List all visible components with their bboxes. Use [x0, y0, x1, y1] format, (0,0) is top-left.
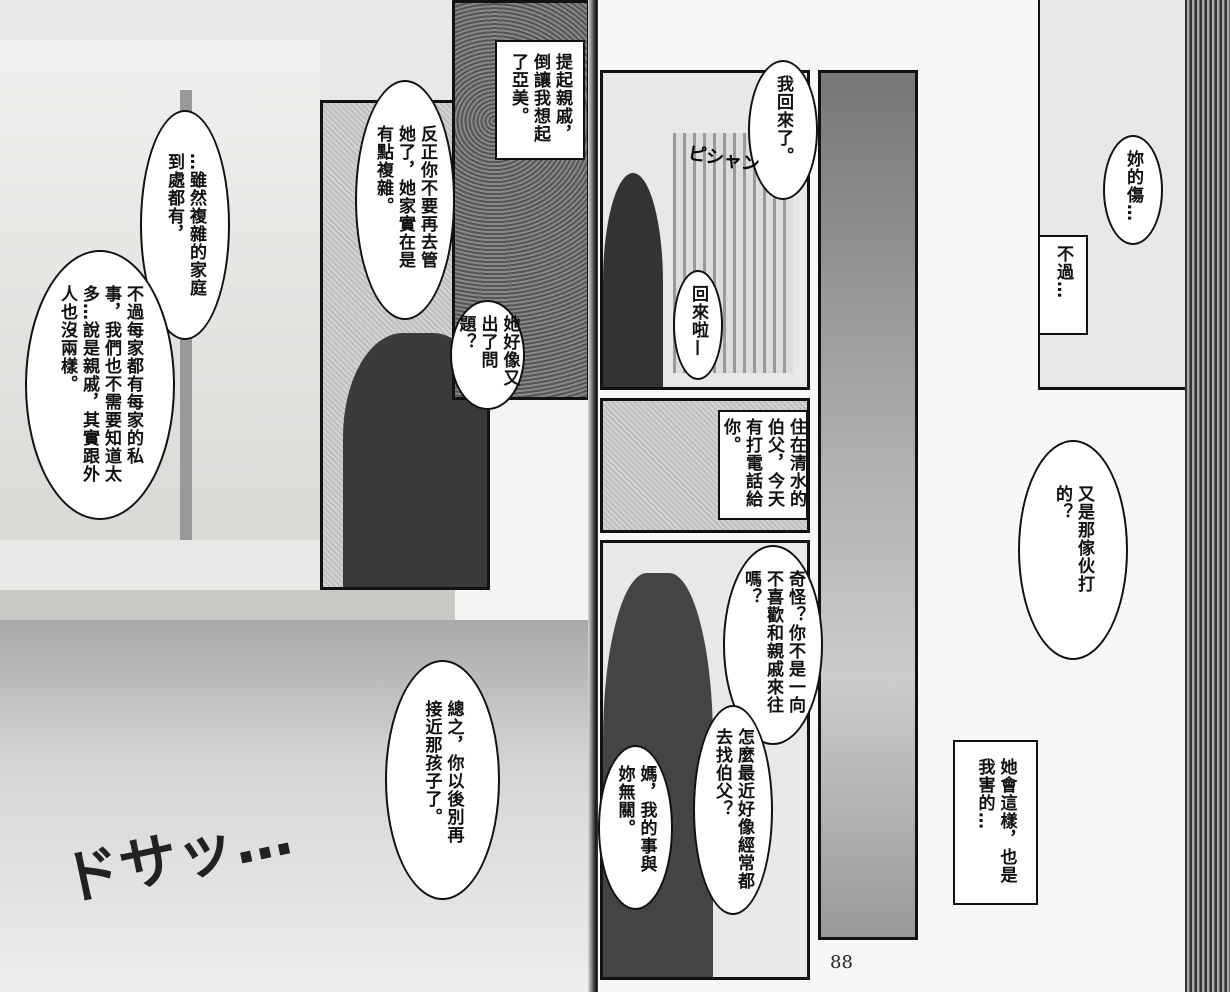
- speech-bubble: 妳的傷…: [1103, 135, 1163, 245]
- speech-bubble: 又是那傢伙打的？: [1018, 440, 1128, 660]
- speech-bubble: 媽，我的事與妳無關。: [598, 745, 673, 910]
- left-manga-page: …雖然複雜的家庭 到處都有， 不過每家都有每家的私事，我們也不需要知道太多…說是…: [0, 0, 598, 992]
- speech-bubble: 反正你不要再去管她了，她家實在是有點複雜。: [355, 80, 455, 320]
- house-exterior-panel: [818, 70, 918, 940]
- speech-bubble: 我回來了。: [748, 60, 818, 200]
- speech-bubble: 不過每家都有每家的私事，我們也不需要知道太多…說是親戚，其實跟外人也沒兩樣。: [25, 250, 175, 520]
- speech-box: 不過…: [1038, 235, 1088, 335]
- speech-box: 提起親戚，倒讓我想起了亞美。: [495, 40, 585, 160]
- speech-bubble: 總之，你以後別再接近那孩子了。: [385, 660, 500, 900]
- page-number: 88: [830, 952, 853, 973]
- speech-box: 住在清水的伯父，今天有打電話給你。: [718, 410, 808, 520]
- floor-panel: [0, 620, 598, 992]
- speech-bubble: 她好像又出了問題？: [450, 300, 525, 410]
- speech-bubble: 怎麼最近好像經常都去找伯父？: [693, 705, 773, 915]
- narration-box: 她會這樣，也是我害的…: [953, 740, 1038, 905]
- book-page-edges: [1185, 0, 1230, 992]
- right-manga-page: 我回來了。 ピシャン 回來啦— 住在清水的伯父，今天有打電話給你。 奇怪？你不是…: [598, 0, 1188, 992]
- speech-bubble: 回來啦—: [673, 270, 723, 380]
